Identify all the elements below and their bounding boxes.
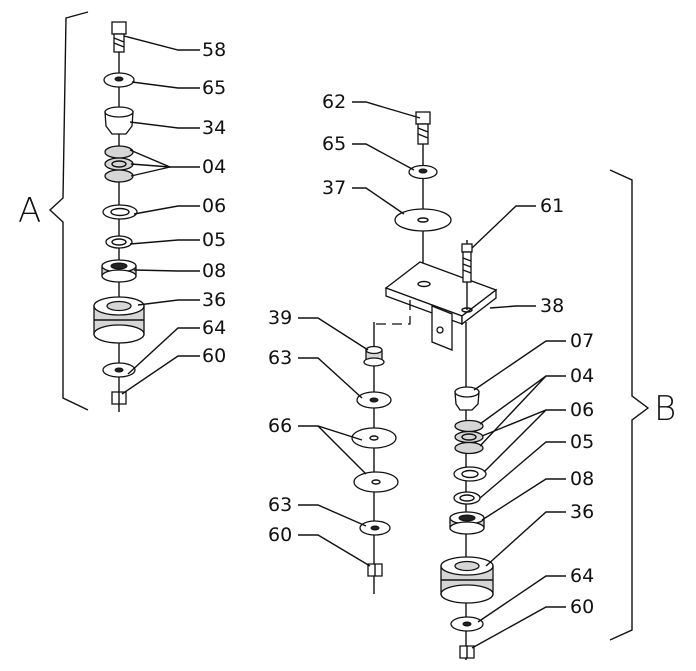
part-washer-65: [103, 72, 135, 88]
callout-b-06: 06: [570, 399, 594, 421]
part-nut-60-left: [367, 563, 383, 577]
assembly-b: B: [268, 91, 676, 660]
callout-b-39: 39: [268, 307, 292, 329]
part-clip-06: [102, 204, 138, 220]
callout-b-37: 37: [322, 177, 346, 199]
part-nut-60-right: [459, 645, 475, 659]
callout-a-58: 58: [202, 39, 226, 61]
part-bolt-58: [111, 21, 127, 53]
callout-b-61: 61: [540, 195, 564, 217]
part-grommet-36: [93, 296, 145, 344]
part-washer-63-upper: [356, 391, 392, 409]
part-grommet-36-b: [440, 556, 494, 604]
callout-a-04: 04: [202, 156, 226, 178]
assembly-b-leaders: [298, 101, 566, 649]
callout-a-34: 34: [202, 117, 226, 139]
callout-b-38: 38: [540, 295, 564, 317]
part-bearing-08: [101, 259, 137, 283]
part-washer-64-b: [450, 616, 484, 632]
callout-b-05: 05: [570, 431, 594, 453]
callout-b-08: 08: [570, 468, 594, 490]
part-bolt-62: [415, 111, 431, 145]
callout-a-65: 65: [202, 77, 226, 99]
part-washer-63-lower: [359, 520, 391, 536]
callout-b-64: 64: [570, 565, 594, 587]
callout-a-64: 64: [202, 317, 226, 339]
part-bushing-07: [454, 386, 480, 411]
assembly-a-leaders: [121, 35, 200, 395]
callout-a-08: 08: [202, 260, 226, 282]
part-rings-04-b: [454, 419, 484, 455]
part-snapring-05-b: [453, 491, 481, 505]
assembly-b-brace: [609, 169, 650, 641]
part-bracket-38: [384, 261, 498, 351]
part-snapring-05: [105, 235, 133, 249]
part-nut-60: [111, 391, 127, 405]
callout-a-05: 05: [202, 229, 226, 251]
callout-a-36: 36: [202, 289, 226, 311]
callout-b-36: 36: [570, 501, 594, 523]
callout-b-62: 62: [322, 91, 346, 113]
part-washer-64: [102, 362, 136, 378]
callout-a-06: 06: [202, 195, 226, 217]
assembly-b-dashed-link: [376, 296, 411, 325]
callout-b-65: 65: [322, 133, 346, 155]
part-bearing-08-b: [449, 511, 485, 535]
part-rings-04: [104, 145, 134, 183]
assembly-a-letter: A: [18, 191, 41, 231]
part-screw-61: [461, 240, 473, 310]
part-spacer-39: [363, 345, 385, 367]
callout-b-63-upper: 63: [268, 347, 292, 369]
callout-b-07: 07: [570, 330, 594, 352]
assembly-a: A: [18, 11, 226, 412]
assembly-b-letter: B: [654, 389, 676, 429]
callout-b-63-lower: 63: [268, 494, 292, 516]
assembly-a-brace: [48, 11, 89, 411]
part-bushing-34: [104, 106, 134, 135]
callout-b-60-right: 60: [570, 596, 594, 618]
callout-b-60-left: 60: [268, 524, 292, 546]
callout-a-60: 60: [202, 345, 226, 367]
callout-b-66: 66: [268, 415, 292, 437]
part-washer-65-b: [408, 164, 438, 180]
callout-b-04: 04: [570, 365, 594, 387]
part-washer-37: [394, 208, 452, 232]
part-clip-06-b: [453, 466, 487, 482]
part-washers-66: [351, 427, 399, 493]
